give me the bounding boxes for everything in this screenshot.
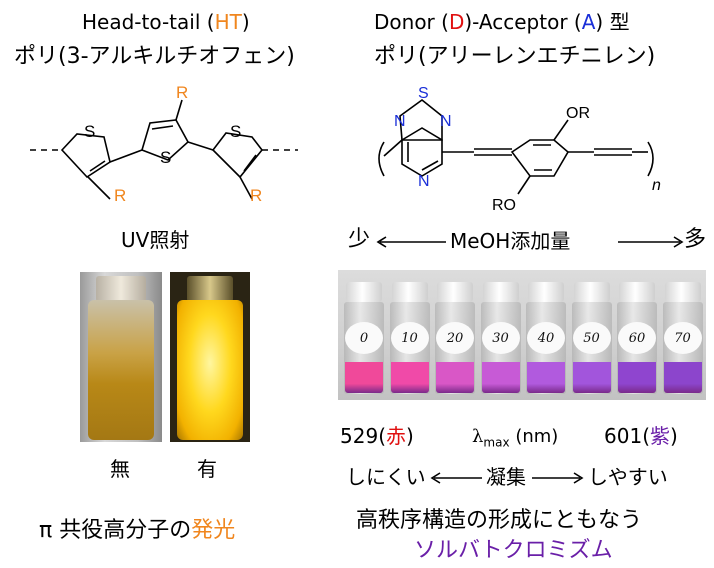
lambda-max-label: λmax (nm)	[472, 428, 558, 449]
vial-label: 10	[390, 322, 429, 354]
thiophene-ring-3	[211, 132, 264, 179]
thiophene-ring-2	[141, 119, 190, 161]
vial-liquid	[663, 362, 702, 393]
left-subtitle: ポリ(3-アルキルチオフェン)	[14, 44, 295, 69]
right-title-acceptor: )-Acceptor (	[464, 10, 582, 34]
right-title-donor: Donor (	[374, 10, 449, 34]
arrow-right-icon	[618, 236, 684, 248]
substituent-r-2: R	[176, 85, 188, 102]
left-title: Head-to-tail (HT)	[82, 12, 250, 32]
lambda-left-paren-close: )	[406, 424, 414, 448]
arrow-left-icon	[430, 472, 482, 484]
vial-neck	[96, 276, 146, 302]
vial-liquid	[345, 362, 383, 393]
vial-label: 0	[345, 322, 383, 354]
atom-n-2: N	[440, 113, 452, 130]
left-title-prefix: Head-to-tail (	[82, 10, 215, 34]
lambda-sub: max	[483, 435, 510, 450]
vial-label: 30	[481, 322, 520, 354]
substituent-r-1: R	[114, 186, 126, 205]
alkoxy-or-top: OR	[566, 105, 590, 122]
vial-liquid	[618, 362, 656, 393]
vial-label: 40	[527, 322, 565, 354]
pyridine-ring	[401, 127, 443, 177]
right-title-d: D	[448, 10, 465, 34]
alkoxy-ro-bottom: RO	[492, 197, 516, 214]
vial-liquid	[572, 362, 611, 393]
vial-cap	[437, 282, 473, 302]
lambda-right-value: 601	[604, 424, 643, 448]
vial-body-glowing	[177, 300, 243, 440]
yes-label: 有	[197, 457, 217, 481]
vial-cap	[482, 282, 519, 302]
left-bottom-prefix: π 共役高分子の	[39, 518, 192, 543]
substituent-r-3: R	[250, 186, 262, 205]
lambda-right-paren-close: )	[670, 424, 678, 448]
vial-label: 50	[572, 322, 611, 354]
vial-liquid	[527, 362, 565, 393]
aggregation-hard: しにくい	[346, 465, 426, 489]
lambda-symbol: λ	[472, 426, 484, 447]
thiophene-s-3: S	[230, 122, 241, 141]
donor-acceptor-polymer-structure: N S N N OR RO n	[378, 85, 661, 214]
meoh-amount-label: MeOH添加量	[450, 229, 571, 253]
right-subtitle: ポリ(アリーレンエチニレン)	[374, 44, 656, 69]
lambda-unit: (nm)	[515, 426, 559, 447]
meoh-low: 少	[348, 227, 371, 252]
atom-n-3: N	[418, 173, 430, 190]
vial-cap	[528, 282, 564, 302]
lambda-left-paren-open: (	[378, 424, 386, 448]
vial-body	[88, 300, 154, 440]
no-label: 無	[110, 457, 130, 481]
lambda-left: 529(赤)	[340, 426, 414, 446]
right-title: Donor (D)-Acceptor (A) 型	[374, 12, 630, 32]
vial-label: 60	[618, 322, 656, 354]
vial-label: 20	[436, 322, 474, 354]
thiadiazole-ring	[399, 98, 443, 141]
arrow-left-icon	[376, 236, 446, 248]
repeat-bracket-right	[647, 141, 654, 177]
polythiophene-structure: S S S R R R	[30, 85, 298, 205]
lambda-left-color: 赤	[386, 424, 406, 448]
atom-n-1: N	[394, 113, 406, 130]
lambda-right: 601(紫)	[604, 426, 678, 446]
vial-cap	[391, 282, 428, 302]
meoh-high: 多	[684, 227, 707, 252]
vial-liquid	[481, 362, 520, 393]
right-title-suffix: ) 型	[595, 10, 630, 34]
thiophene-s-1: S	[84, 122, 95, 141]
vial-cap	[619, 282, 655, 302]
left-title-ht: HT	[214, 10, 242, 34]
aggregation-label: 凝集	[486, 465, 526, 489]
thiophene-ring-1	[60, 133, 111, 179]
uv-label: UV照射	[121, 228, 190, 252]
vial-neck	[187, 276, 233, 302]
right-bottom-line1: 高秩序構造の形成にともなう	[356, 508, 643, 533]
aggregation-easy: しやすい	[588, 465, 668, 489]
right-bottom-line2: ソルバトクロミズム	[414, 538, 613, 563]
vial-cap	[573, 282, 610, 302]
lambda-right-paren-open: (	[642, 424, 650, 448]
repeat-index-n: n	[652, 177, 661, 194]
left-title-suffix: )	[241, 10, 250, 34]
left-bottom-caption: π 共役高分子の発光	[39, 520, 235, 542]
vial-liquid	[436, 362, 474, 393]
lambda-left-value: 529	[340, 424, 379, 448]
vial-cap	[346, 282, 382, 302]
arrow-right-icon	[532, 472, 584, 484]
left-bottom-highlight: 発光	[191, 518, 236, 543]
vial-cap	[664, 282, 701, 302]
vial-photo-no-uv	[80, 272, 162, 442]
right-title-a: A	[581, 10, 596, 34]
vial-liquid	[390, 362, 429, 393]
vial-photo-uv	[170, 272, 250, 442]
repeat-bracket-left	[378, 141, 385, 177]
vial-label: 70	[663, 322, 702, 354]
thiophene-s-2: S	[160, 148, 171, 167]
lambda-right-color: 紫	[650, 424, 670, 448]
atom-s: S	[418, 85, 429, 102]
